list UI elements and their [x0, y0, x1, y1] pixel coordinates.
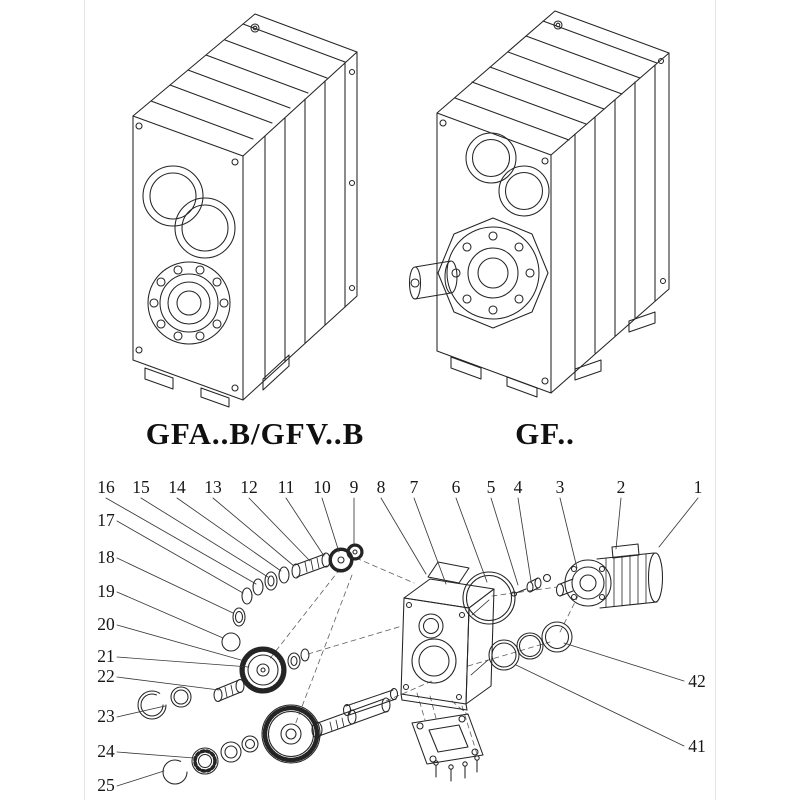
callout-10: 10	[313, 477, 331, 497]
callout-41: 41	[688, 736, 706, 756]
gasket	[411, 713, 484, 765]
page-edge-left	[84, 0, 85, 800]
side-ribs	[264, 62, 346, 381]
mounting-feet	[144, 354, 290, 408]
callout-25: 25	[97, 775, 115, 795]
output-flange	[437, 217, 549, 329]
callout-7: 7	[410, 477, 419, 497]
callout-13: 13	[204, 477, 222, 497]
callout-6: 6	[452, 477, 461, 497]
callout-24: 24	[97, 741, 115, 761]
mounting-feet	[450, 311, 656, 398]
caption-gf: GF..	[515, 416, 575, 451]
callout-22: 22	[97, 666, 115, 686]
input-washers	[221, 607, 246, 652]
output-ball-bearing	[147, 261, 231, 345]
callout-20: 20	[97, 614, 115, 634]
callout-17: 17	[97, 510, 115, 530]
callout-19: 19	[97, 581, 115, 601]
callout-18: 18	[97, 547, 115, 567]
projection-lines	[267, 557, 579, 755]
small-fasteners	[510, 573, 552, 597]
leader-lines	[105, 497, 699, 787]
motor	[555, 543, 664, 609]
retaining-ring-large	[137, 686, 192, 720]
callout-5: 5	[487, 477, 496, 497]
caption-gfab-gfvb: GFA..B/GFV..B	[145, 416, 365, 451]
callout-11: 11	[278, 477, 295, 497]
callout-2: 2	[617, 477, 626, 497]
callout-8: 8	[377, 477, 386, 497]
callout-1: 1	[694, 477, 703, 497]
bearing-ring-set	[488, 621, 573, 671]
output-shaft	[408, 260, 458, 300]
gear-housing	[400, 561, 495, 711]
oil-seal-ring	[462, 571, 516, 625]
bolt-holes	[439, 57, 667, 385]
callout-12: 12	[240, 477, 258, 497]
callout-16: 16	[97, 477, 115, 497]
top-face-fins	[454, 20, 658, 141]
upper-bearing-bores	[465, 132, 550, 217]
callout-15: 15	[132, 477, 150, 497]
output-gear-assembly	[162, 687, 399, 785]
callout-21: 21	[97, 646, 115, 666]
callout-14: 14	[168, 477, 186, 497]
mounting-bolts	[433, 755, 480, 782]
input-pinion-assembly	[241, 543, 364, 605]
top-face-fins	[150, 23, 346, 140]
housing-outline	[132, 13, 358, 401]
intermediate-gear-assembly	[213, 646, 310, 703]
exploded-parts-diagram: 16 15 14 13 12 11 10 9 8 7 6 5 4 3 2 1 1…	[97, 477, 706, 795]
gearbox-drawing-gf	[408, 10, 670, 398]
callout-numbers: 16 15 14 13 12 11 10 9 8 7 6 5 4 3 2 1 1…	[97, 477, 706, 795]
bolt-holes	[135, 68, 356, 392]
front-bearing-bores	[142, 165, 236, 259]
page-edge-right	[715, 0, 716, 800]
side-ribs	[574, 64, 656, 371]
callout-3: 3	[556, 477, 565, 497]
gearbox-drawing-gfab-gfvb	[132, 13, 358, 408]
callout-4: 4	[514, 477, 523, 497]
callout-9: 9	[350, 477, 359, 497]
callout-23: 23	[97, 706, 115, 726]
callout-42: 42	[688, 671, 706, 691]
